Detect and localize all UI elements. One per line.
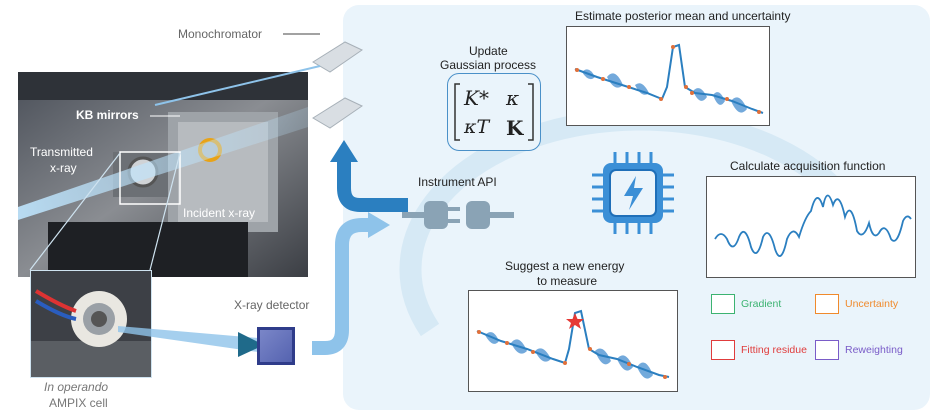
transmitted-label-line2: x-ray xyxy=(50,161,77,175)
legend-reweighting: Reweighting xyxy=(815,340,903,360)
fitting-residue-icon xyxy=(711,340,735,360)
update-gp-label-line1: Update xyxy=(469,44,508,58)
monochromator-label: Monochromator xyxy=(178,27,263,41)
gradient-icon xyxy=(711,294,735,314)
posterior-plot-panel xyxy=(566,26,770,126)
plug-socket-icon xyxy=(402,201,514,229)
legend-fitting-residue: Fitting residue xyxy=(711,340,807,360)
acquisition-label: Calculate acquisition function xyxy=(730,159,886,173)
gp-matrix-box: K* κ κT K xyxy=(447,73,541,151)
suggest-label-line1: Suggest a new energy xyxy=(505,259,625,273)
instrument-api-label: Instrument API xyxy=(418,175,497,189)
detector-label: X-ray detector xyxy=(234,298,310,312)
suggested-point-star-icon xyxy=(566,313,584,329)
matrix-kappa: κ xyxy=(506,86,520,110)
reweighting-icon xyxy=(815,340,839,360)
suggest-plot-panel xyxy=(468,290,678,392)
legend-gradient-label: Gradient xyxy=(741,298,782,310)
cell-label-line2: AMPIX cell xyxy=(49,396,108,410)
posterior-label: Estimate posterior mean and uncertainty xyxy=(575,9,791,23)
matrix-k-bold: K xyxy=(506,116,524,140)
legend-uncertainty: Uncertainty xyxy=(815,294,898,314)
transmitted-label-line1: Transmitted xyxy=(30,145,93,159)
legend-fitting-residue-label: Fitting residue xyxy=(741,344,807,356)
incident-label: Incident x-ray xyxy=(183,206,256,220)
suggest-label-line2: to measure xyxy=(537,274,598,288)
beamline-photo xyxy=(18,72,308,277)
cell-label-line1: In operando xyxy=(44,380,109,394)
legend-gradient: Gradient xyxy=(711,294,781,314)
matrix-kappa-t: κT xyxy=(464,116,490,138)
kb-mirrors-label: KB mirrors xyxy=(76,108,139,122)
chip-lightning-icon xyxy=(592,152,674,234)
legend-uncertainty-label: Uncertainty xyxy=(845,298,899,310)
cell-photo xyxy=(30,270,152,378)
detector-icon xyxy=(257,327,295,365)
acquisition-plot-panel xyxy=(706,176,916,278)
uncertainty-icon xyxy=(815,294,839,314)
matrix-k-star: K* xyxy=(464,86,489,110)
legend-reweighting-label: Reweighting xyxy=(845,344,903,356)
update-gp-label-line2: Gaussian process xyxy=(440,58,537,72)
